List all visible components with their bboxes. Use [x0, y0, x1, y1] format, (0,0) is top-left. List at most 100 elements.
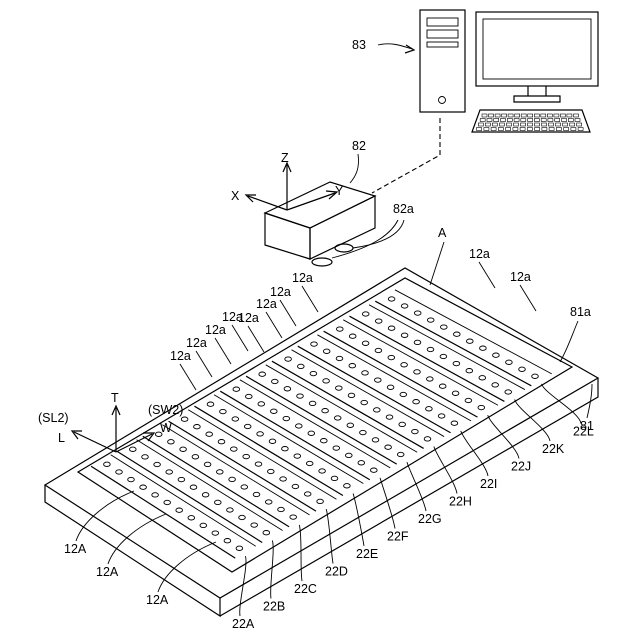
leader-strip	[326, 509, 333, 563]
hole	[385, 445, 392, 449]
label-plate-top: 81a	[570, 305, 591, 319]
label-hole: 12a	[170, 349, 191, 363]
hole	[361, 400, 368, 404]
hole	[372, 438, 379, 442]
arrow-computer	[405, 45, 414, 53]
label-camera-lens: 82a	[393, 202, 414, 216]
hole	[454, 332, 461, 336]
label-blade: 12A	[146, 593, 169, 607]
leader-strip	[407, 462, 426, 511]
hole	[220, 409, 227, 413]
plate-top	[45, 268, 598, 598]
hole	[206, 432, 213, 436]
leader-hole	[248, 326, 264, 352]
hole	[388, 355, 395, 359]
drive-bay	[427, 18, 458, 26]
hole	[438, 414, 445, 418]
label-axis-z: Z	[281, 151, 289, 165]
label-strip: 22K	[542, 442, 565, 456]
hole	[166, 470, 173, 474]
hole	[453, 361, 460, 365]
computer	[420, 10, 598, 132]
hole	[142, 455, 149, 459]
label-axis-y: Y	[335, 184, 344, 198]
key-icon	[574, 114, 579, 117]
key-icon	[507, 123, 512, 126]
key-icon	[482, 114, 487, 117]
leader-plate-top	[560, 321, 578, 362]
label-hole: 12a	[270, 285, 291, 299]
hole	[243, 454, 250, 458]
key-icon	[570, 123, 575, 126]
hole	[399, 422, 406, 426]
hole	[306, 461, 313, 465]
hole	[290, 515, 297, 519]
leader-point-a	[430, 242, 444, 285]
label-hole: 12a	[510, 270, 531, 284]
key-icon	[485, 123, 490, 126]
leader-hole	[180, 364, 196, 390]
hole	[336, 356, 343, 360]
hole	[168, 440, 175, 444]
hole	[413, 400, 420, 404]
leader-blade	[76, 491, 134, 541]
hole	[104, 462, 111, 466]
hole	[296, 424, 303, 428]
keyboard	[472, 110, 590, 132]
hole	[246, 394, 253, 398]
hole	[207, 402, 214, 406]
hole	[493, 353, 500, 357]
hole	[479, 376, 486, 380]
key-icon	[491, 128, 496, 131]
hole	[278, 507, 285, 511]
key-icon	[501, 119, 506, 122]
key-icon	[542, 128, 547, 131]
hole	[348, 393, 355, 397]
hole	[258, 402, 265, 406]
hole	[441, 325, 448, 329]
hole	[232, 417, 239, 421]
hole	[427, 318, 434, 322]
key-icon	[549, 123, 554, 126]
key-icon	[514, 119, 519, 122]
hole	[181, 417, 188, 421]
key-icon	[562, 119, 567, 122]
key-icon	[567, 114, 572, 117]
hole	[269, 439, 276, 443]
label-strip: 22H	[449, 495, 472, 509]
monitor-screen	[483, 19, 591, 79]
hole	[227, 508, 234, 512]
label-point-a: A	[438, 226, 447, 240]
key-icon	[547, 114, 552, 117]
hole	[128, 477, 135, 481]
hole	[506, 360, 513, 364]
label-hole: 12a	[186, 336, 207, 350]
label-axis-w: W	[160, 421, 172, 435]
hole	[478, 405, 485, 409]
hole	[218, 440, 225, 444]
hole	[349, 364, 356, 368]
hole	[439, 384, 446, 388]
hole	[200, 523, 207, 527]
hole	[362, 341, 369, 345]
key-icon	[499, 123, 504, 126]
hole	[178, 477, 185, 481]
leader-blade	[108, 514, 166, 564]
hole	[297, 394, 304, 398]
leader-lens-2	[353, 220, 404, 248]
leader-strip	[271, 541, 274, 599]
hole	[465, 398, 472, 402]
hole	[334, 416, 341, 420]
power-button-icon	[439, 97, 446, 104]
hole	[336, 386, 343, 390]
key-icon	[507, 119, 512, 122]
hole	[492, 383, 499, 387]
key-icon	[577, 123, 582, 126]
hole	[319, 469, 326, 473]
hole	[400, 392, 407, 396]
hole	[304, 492, 311, 496]
hole	[412, 429, 419, 433]
hole	[519, 367, 526, 371]
plate	[45, 268, 598, 616]
